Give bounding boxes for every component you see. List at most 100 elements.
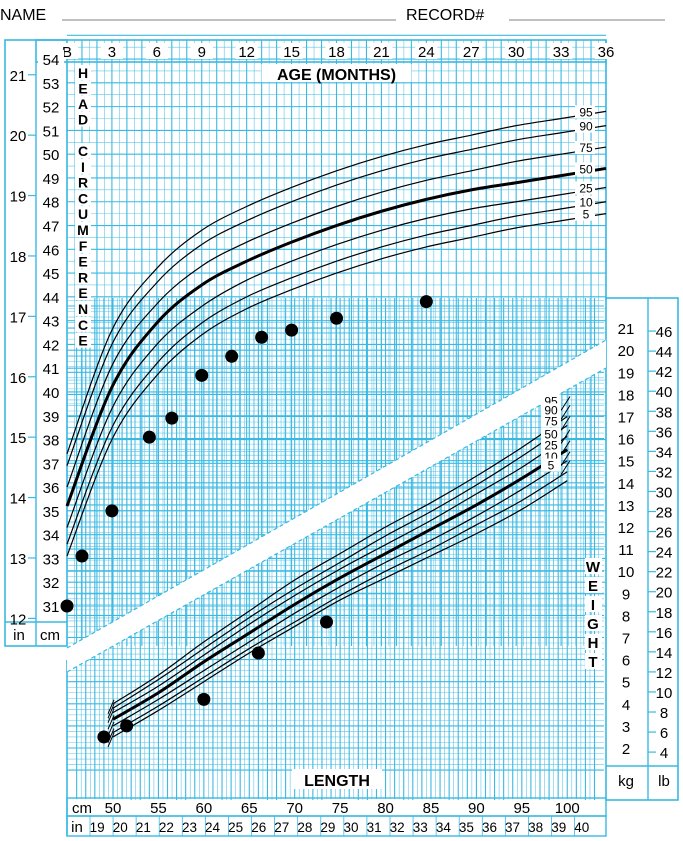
label-bg — [575, 105, 595, 119]
lb-tick-label: 18 — [656, 605, 673, 622]
length-cm-tick: 50 — [105, 800, 122, 817]
letter-bg — [75, 96, 91, 111]
tick-bg — [326, 799, 355, 815]
length-cm-tick: 55 — [150, 800, 167, 817]
hc-vertical-letter: F — [79, 238, 88, 254]
hc-data-point — [105, 504, 119, 518]
hc-vertical-letter: I — [81, 159, 85, 175]
tick-bg — [612, 562, 640, 581]
tick-bg — [280, 799, 309, 815]
letter-bg — [585, 558, 602, 574]
weight-vertical-letter: T — [588, 654, 597, 671]
tick-bg — [612, 606, 640, 625]
hc-percentile-95 — [66, 110, 607, 455]
weight-vertical-letter: I — [591, 597, 595, 614]
lb-tick-label: 40 — [656, 384, 673, 401]
tick-bg — [371, 799, 400, 815]
in-tick-label: 21 — [10, 68, 27, 85]
chart-divider — [66, 339, 607, 673]
in-tick-label: 15 — [10, 430, 27, 447]
wl-start-tick — [107, 699, 115, 714]
tick-bg — [38, 359, 64, 378]
lb-tick-label: 20 — [656, 585, 673, 602]
cm-tick-label: 44 — [43, 290, 60, 307]
x-tick-label: 9 — [198, 44, 206, 61]
tick-bg — [612, 540, 640, 559]
lb-tick-label: 46 — [656, 324, 673, 341]
tick-bg — [416, 799, 445, 815]
lb-tick-label: 16 — [656, 625, 673, 642]
letter-bg — [585, 596, 602, 612]
hc-data-point — [330, 311, 343, 325]
letter-bg — [75, 143, 91, 158]
hc-data-point — [75, 549, 89, 563]
hc-vertical-letter: D — [78, 112, 88, 128]
kg-tick-label: 19 — [618, 365, 635, 382]
cm-unit-label: cm — [40, 627, 60, 644]
weight-vertical-letter: E — [588, 578, 598, 595]
letter-bg — [75, 174, 91, 190]
length-cm-tick: 70 — [286, 800, 303, 817]
letter-bg — [75, 253, 91, 269]
tick-bg — [235, 43, 258, 59]
kg-unit-label: kg — [618, 773, 634, 790]
length-in-tick: 20 — [113, 820, 128, 835]
label-bg — [575, 141, 595, 155]
hc-percentile-10 — [66, 201, 607, 545]
kg-tick-label: 7 — [622, 631, 630, 648]
wl-percentile-50 — [112, 448, 569, 721]
tick-bg — [38, 549, 64, 568]
head-circumference-points — [60, 295, 433, 613]
tick-bg — [612, 518, 640, 536]
lb-tick-label: 14 — [656, 645, 673, 662]
hc-percentile-label: 90 — [579, 120, 593, 134]
tick-bg — [235, 799, 264, 815]
cm-tick-label: 45 — [43, 266, 60, 283]
hc-percentile-label: 10 — [579, 196, 593, 210]
hc-vertical-letter: C — [78, 190, 88, 206]
wl-end-tick — [560, 460, 571, 475]
wl-percentile-10 — [112, 471, 568, 734]
lb-tick-label: 4 — [660, 745, 668, 762]
x-tick-label: 6 — [153, 44, 161, 61]
lb-tick-label: 36 — [656, 424, 673, 441]
tick-bg — [38, 573, 64, 592]
letter-bg — [75, 237, 91, 253]
label-bg — [541, 403, 561, 417]
chart-grid — [66, 34, 607, 800]
in-tick-label: 13 — [10, 551, 27, 568]
hc-vertical-letter: M — [77, 222, 89, 238]
tick-bg — [38, 335, 64, 354]
tick-bg — [38, 240, 64, 259]
tick-bg — [38, 478, 64, 497]
lb-tick-label: 30 — [656, 484, 673, 501]
length-in-tick: 22 — [159, 820, 174, 835]
kg-tick-label: 2 — [622, 741, 630, 758]
cm-tick-label: 35 — [43, 504, 60, 521]
cm-tick-label: 54 — [43, 52, 60, 69]
label-bg — [575, 207, 595, 221]
tick-bg — [99, 799, 127, 815]
wl-end-tick — [560, 451, 571, 467]
wl-percentile-label: 50 — [544, 428, 558, 442]
kg-tick-label: 6 — [622, 653, 630, 670]
lb-tick-label: 8 — [660, 705, 668, 722]
lb-tick-label: 28 — [656, 505, 673, 522]
tick-bg — [38, 525, 64, 544]
lb-tick-label: 38 — [656, 404, 673, 421]
letter-bg — [585, 615, 602, 631]
length-in-tick: 33 — [413, 820, 428, 835]
tick-bg — [325, 43, 348, 59]
wl-percentile-label: 90 — [544, 403, 558, 417]
tick-bg — [38, 454, 64, 473]
wl-percentile-label: 25 — [544, 439, 558, 453]
letter-bg — [75, 111, 91, 127]
hc-vertical-letter: A — [78, 96, 88, 112]
wl-end-tick — [560, 396, 571, 411]
lb-tick-label: 12 — [656, 665, 673, 682]
tick-bg — [145, 43, 168, 59]
lb-tick-label: 22 — [656, 565, 673, 582]
tick-bg — [190, 43, 213, 59]
tick-bg — [553, 799, 582, 815]
